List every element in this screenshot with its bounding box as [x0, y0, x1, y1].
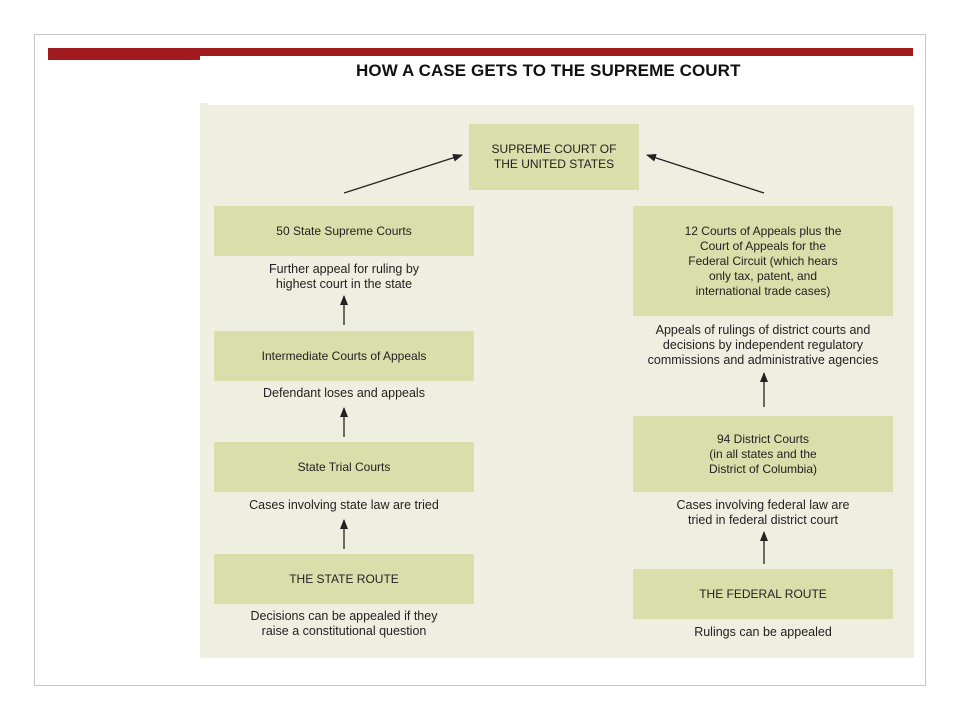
federal-appeals-label: 12 Courts of Appeals plus the Court of A… [684, 223, 842, 298]
federal-appeals-note: Appeals of rulings of district courts an… [647, 323, 879, 367]
federal-route-note: Rulings can be appealed [694, 625, 832, 639]
state-route-note: Decisions can be appealed if they raise … [250, 609, 438, 638]
federal-route-box: THE FEDERAL ROUTE [633, 569, 893, 619]
state-route-label: THE STATE ROUTE [289, 571, 399, 586]
state-supreme-note: Further appeal for ruling by highest cou… [268, 262, 420, 291]
district-courts-note: Cases involving federal law are tried in… [676, 498, 850, 527]
intermediate-courts-box: Intermediate Courts of Appeals [214, 331, 474, 381]
district-courts-label: 94 District Courts (in all states and th… [708, 431, 818, 476]
district-courts-box: 94 District Courts (in all states and th… [633, 416, 893, 492]
federal-route-label: THE FEDERAL ROUTE [699, 586, 827, 601]
state-trial-note: Cases involving state law are tried [249, 498, 439, 512]
state-trial-courts-label: State Trial Courts [297, 459, 391, 474]
federal-appeals-box: 12 Courts of Appeals plus the Court of A… [633, 206, 893, 316]
supreme-court-label: SUPREME COURT OF THE UNITED STATES [491, 142, 617, 171]
accent-bar-right [200, 48, 913, 56]
intermediate-note: Defendant loses and appeals [263, 386, 425, 400]
state-trial-courts-box: State Trial Courts [214, 442, 474, 492]
slide-title: HOW A CASE GETS TO THE SUPREME COURT [356, 61, 741, 80]
state-route-box: THE STATE ROUTE [214, 554, 474, 604]
state-supreme-courts-label: 50 State Supreme Courts [276, 223, 412, 238]
supreme-court-box: SUPREME COURT OF THE UNITED STATES [469, 124, 639, 190]
intermediate-courts-label: Intermediate Courts of Appeals [261, 348, 427, 363]
accent-bar-left [48, 48, 200, 60]
state-supreme-courts-box: 50 State Supreme Courts [214, 206, 474, 256]
